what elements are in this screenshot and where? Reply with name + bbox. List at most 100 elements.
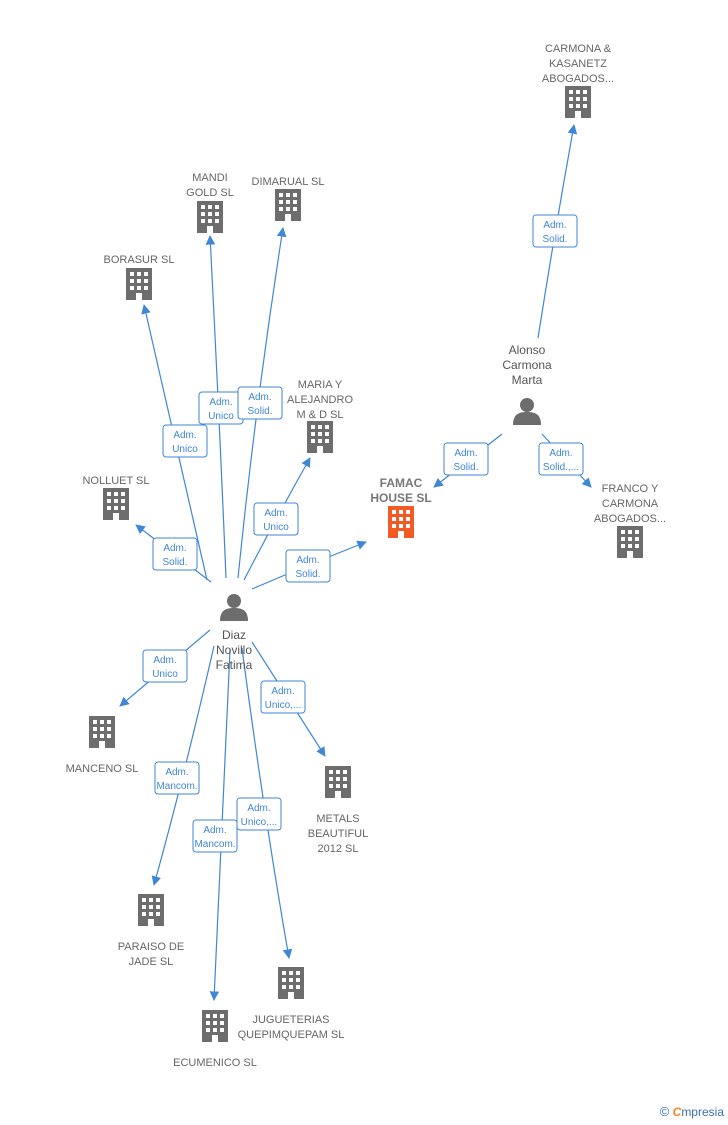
relation-label-box [162, 424, 208, 458]
brand-initial: C [672, 1105, 682, 1119]
company-node-jugueterias[interactable]: JUGUETERIAS QUEPIMQUEPAM SL [238, 967, 345, 1041]
relation-label-diaz-jugueterias[interactable]: Adm. Unico,... [236, 797, 282, 831]
building-icon [126, 268, 152, 300]
company-node-metals[interactable]: METALS BEAUTIFUL 2012 SL [308, 766, 369, 855]
building-icon [307, 421, 333, 453]
building-icon [325, 766, 351, 798]
company-node-dimarual[interactable]: DIMARUAL SL [252, 176, 325, 221]
building-icon [275, 189, 301, 221]
person-label: Fatima [216, 658, 253, 672]
person-icon [220, 594, 248, 621]
relation-label-diaz-manceno[interactable]: Adm. Unico [142, 649, 188, 683]
person-label: Carmona [502, 358, 552, 372]
building-icon [138, 894, 164, 926]
relation-label-diaz-famac[interactable]: Adm.Solid. [285, 549, 331, 583]
company-label: METALS [316, 813, 359, 825]
relation-label-text: Adm. [247, 803, 270, 814]
copyright-symbol: © [659, 1104, 670, 1119]
relation-label-text: Adm. [264, 508, 287, 519]
relation-label-text: Adm. [163, 543, 186, 554]
person-label: Alonso [509, 343, 546, 357]
relation-label-text: Solid. [542, 234, 567, 245]
relation-label-text: Unico,... [241, 817, 278, 828]
company-node-manceno[interactable]: MANCENO SL [66, 716, 139, 775]
relation-label-diaz-metals[interactable]: Adm. Unico,... [260, 680, 306, 714]
relation-label-diaz-borasur[interactable]: Adm. Unico [162, 424, 208, 458]
relation-label-text: Solid. [295, 569, 320, 580]
company-node-nolluet[interactable]: NOLLUET SL [82, 475, 150, 520]
company-label: MARIA Y [298, 379, 343, 391]
relation-label-text: Unico [172, 444, 198, 455]
company-label: CARMONA & [545, 43, 612, 55]
company-label: GOLD SL [186, 187, 234, 199]
relation-label-alonso-famac[interactable]: Adm.Solid. [443, 442, 489, 476]
relation-label-text: Adm. [173, 430, 196, 441]
relation-label-text: Solid. [247, 406, 272, 417]
relation-label-box [443, 442, 489, 476]
company-node-mandi[interactable]: MANDI GOLD SL [186, 172, 234, 233]
person-label: Marta [512, 373, 543, 387]
relation-label-text: Adm. [209, 397, 232, 408]
relation-label-alonso-carmona[interactable]: Adm. Solid. [532, 214, 578, 248]
relation-label-box [285, 549, 331, 583]
company-label: MANDI [192, 172, 227, 184]
company-label: JUGUETERIAS [252, 1014, 329, 1026]
person-icon [513, 398, 541, 425]
relation-label-box [236, 797, 282, 831]
person-label: Novillo [216, 643, 252, 657]
company-label: QUEPIMQUEPAM SL [238, 1029, 345, 1041]
company-label: JADE SL [129, 956, 174, 968]
company-label: DIMARUAL SL [252, 176, 325, 188]
edge-labels-layer: Adm.Solid.Adm.Solid.Adm.Solid.,...Adm.Un… [142, 214, 584, 853]
relation-label-text: Adm. [543, 220, 566, 231]
relation-label-text: Solid.,... [543, 462, 579, 473]
company-label: BEAUTIFUL [308, 828, 369, 840]
company-label: ABOGADOS... [594, 513, 666, 525]
company-label: MANCENO SL [66, 763, 139, 775]
relation-label-text: Adm. [271, 686, 294, 697]
company-label: 2012 SL [318, 843, 359, 855]
relation-label-box [154, 761, 200, 795]
relation-label-diaz-nolluet[interactable]: Adm. Solid. [152, 537, 198, 571]
relation-label-box [260, 680, 306, 714]
relation-label-box [538, 442, 584, 476]
company-label: CARMONA [602, 498, 659, 510]
relation-label-text: Solid. [162, 557, 187, 568]
relation-label-diaz-paraiso[interactable]: Adm.Mancom. [154, 761, 200, 795]
relation-label-box [142, 649, 188, 683]
building-icon [197, 201, 223, 233]
relation-label-box [192, 819, 238, 853]
company-label: BORASUR SL [104, 254, 175, 266]
building-icon [278, 967, 304, 999]
relation-label-text: Adm. [549, 448, 572, 459]
relation-label-text: Adm. [454, 448, 477, 459]
company-node-ecumenico[interactable]: ECUMENICO SL [173, 1010, 257, 1069]
company-label: ALEJANDRO [287, 394, 353, 406]
building-icon [388, 506, 414, 538]
relation-label-diaz-mandi[interactable]: Adm.Unico [198, 391, 244, 425]
relation-label-text: Adm. [203, 825, 226, 836]
relation-label-alonso-franco[interactable]: Adm. Solid.,... [538, 442, 584, 476]
relation-label-text: Adm. [165, 767, 188, 778]
relation-label-text: Unico [152, 669, 178, 680]
person-label: Diaz [222, 628, 246, 642]
company-node-franco[interactable]: FRANCO YCARMONAABOGADOS... [594, 483, 666, 558]
relation-label-diaz-dimarual[interactable]: Adm.Solid. [237, 386, 283, 420]
relation-label-diaz-ecumenico[interactable]: Adm.Mancom. [192, 819, 238, 853]
relation-label-box [532, 214, 578, 248]
relation-label-text: Adm. [153, 655, 176, 666]
company-label: NOLLUET SL [82, 475, 149, 487]
relation-label-diaz-maria[interactable]: Adm.Unico [253, 502, 299, 536]
building-icon [617, 526, 643, 558]
company-node-carmona[interactable]: CARMONA &KASANETZABOGADOS... [542, 43, 614, 118]
company-label: FAMAC [380, 476, 423, 490]
company-node-borasur[interactable]: BORASUR SL [104, 254, 175, 300]
relation-label-text: Unico,... [265, 700, 302, 711]
